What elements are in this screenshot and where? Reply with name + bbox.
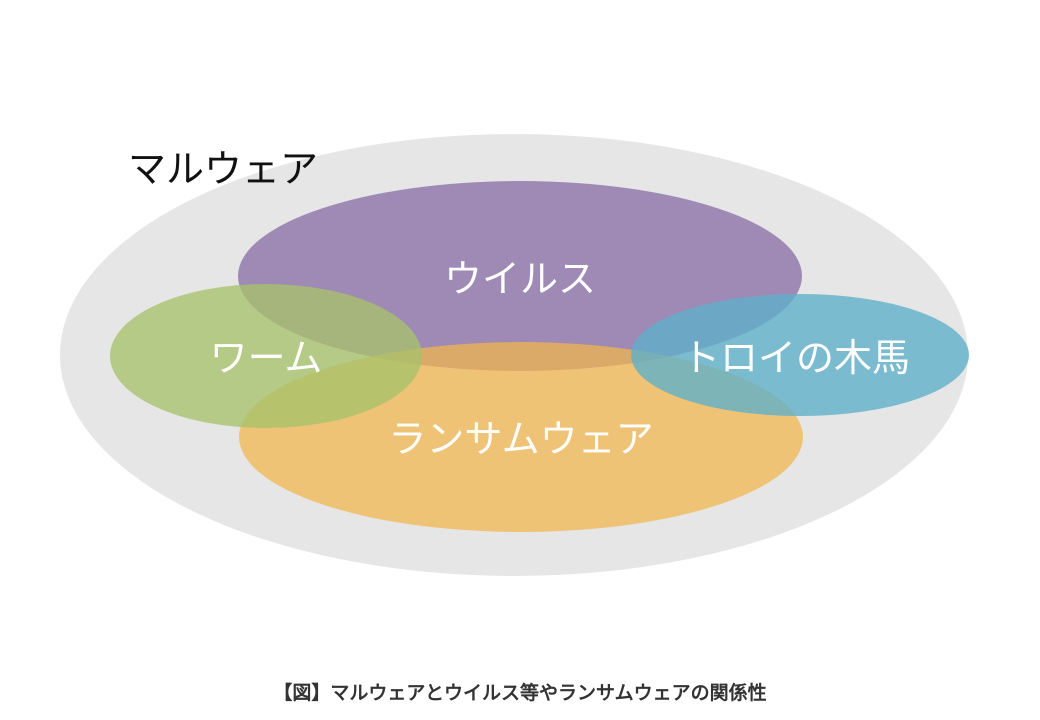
malware-label: マルウェア [128, 147, 318, 191]
worm-label: ワーム [210, 336, 323, 380]
trojan-label: トロイの木馬 [682, 336, 910, 380]
worm-ellipse [110, 284, 422, 428]
ransomware-label: ランサムウェア [388, 417, 653, 461]
trojan-ellipse [631, 294, 969, 416]
figure-caption: 【図】マルウェアとウイルス等やランサムウェアの関係性 [273, 682, 767, 704]
virus-label: ウイルス [444, 257, 596, 301]
